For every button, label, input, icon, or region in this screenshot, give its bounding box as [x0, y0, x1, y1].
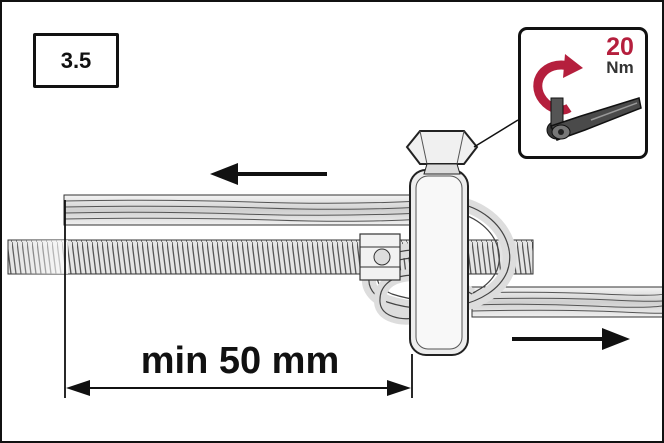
dimension-label: min 50 mm [140, 340, 340, 382]
hex-nut [405, 130, 479, 175]
arrow-right-icon [512, 328, 630, 350]
side-nut [359, 233, 401, 281]
arrow-left-icon [210, 163, 327, 185]
callout-line [473, 119, 519, 148]
torque-value: 20 [606, 33, 634, 61]
upper-wire-rope [63, 194, 425, 226]
torque-wrench-icon [533, 54, 642, 141]
clamp-saddle [409, 169, 469, 356]
lower-wire-rope [471, 286, 662, 318]
dimension-line [64, 200, 413, 398]
torque-callout: 20 Nm [518, 27, 648, 159]
step-number: 3.5 [33, 33, 119, 88]
torque-unit: Nm [606, 58, 634, 77]
